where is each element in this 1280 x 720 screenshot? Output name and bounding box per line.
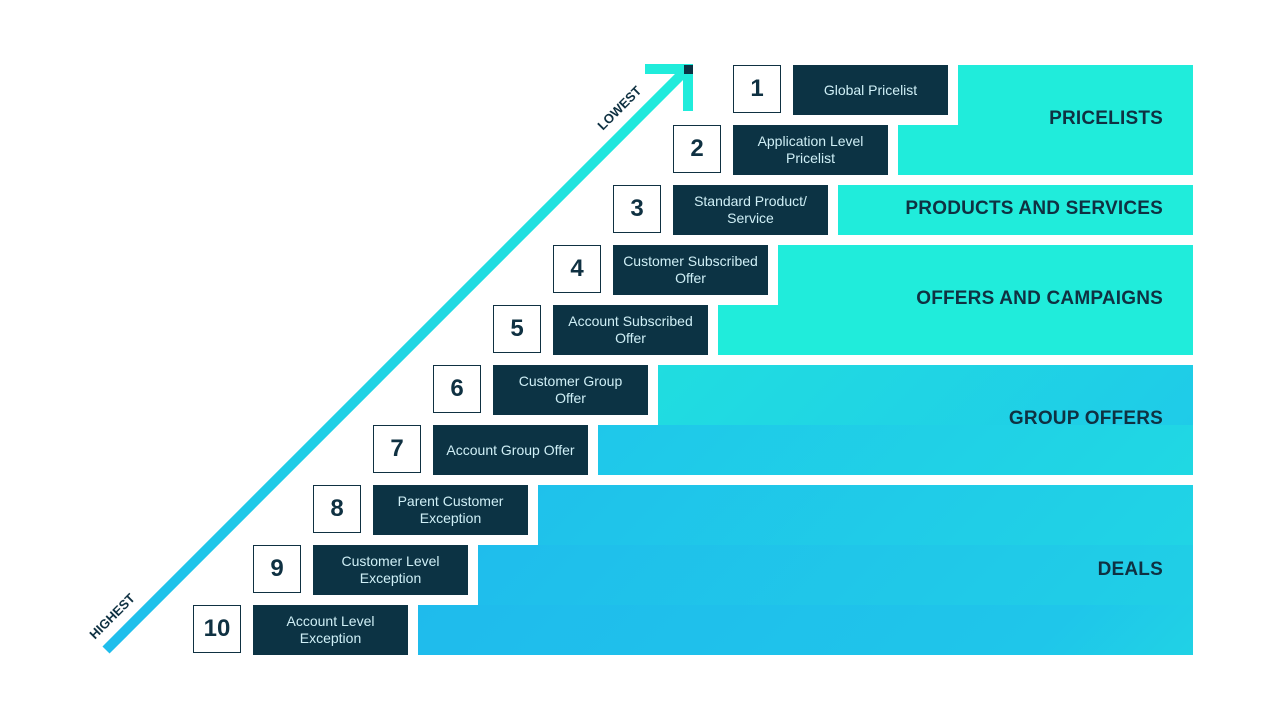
band-deals-lower — [418, 605, 1193, 655]
band-offers-campaigns — [778, 245, 1193, 305]
band-label-group-offers: GROUP OFFERS — [1008, 408, 1163, 429]
level-number: 4 — [553, 245, 601, 293]
level-number: 10 — [193, 605, 241, 653]
level-label: Parent Customer Exception — [373, 485, 528, 535]
band-pricelists — [958, 65, 1193, 125]
band-label-deals: DEALS — [1097, 559, 1163, 580]
level-number: 8 — [313, 485, 361, 533]
band-group-offers-lower — [598, 425, 1193, 475]
level-label: Customer Group Offer — [493, 365, 648, 415]
level-label: Global Pricelist — [793, 65, 948, 115]
level-label: Account Subscribed Offer — [553, 305, 708, 355]
band-products-services — [838, 185, 1193, 235]
band-label-products-services: PRODUCTS AND SERVICES — [905, 198, 1163, 219]
level-label: Standard Product/ Service — [673, 185, 828, 235]
level-label: Account Group Offer — [433, 425, 588, 475]
band-label-pricelists: PRICELISTS — [1049, 108, 1163, 129]
level-label: Account Level Exception — [253, 605, 408, 655]
level-label: Customer Subscribed Offer — [613, 245, 768, 295]
band-deals-mid — [478, 545, 1193, 605]
band-deals — [538, 485, 1193, 545]
level-number: 1 — [733, 65, 781, 113]
level-label: Application Level Pricelist — [733, 125, 888, 175]
band-group-offers — [658, 365, 1193, 425]
arrow-shaft — [102, 67, 689, 654]
arrow-tip — [684, 65, 693, 74]
band-offers-campaigns-lower — [718, 305, 1193, 355]
level-number: 5 — [493, 305, 541, 353]
level-number: 3 — [613, 185, 661, 233]
level-number: 7 — [373, 425, 421, 473]
level-label: Customer Level Exception — [313, 545, 468, 595]
band-pricelists-lower — [898, 125, 1193, 175]
band-label-offers-campaigns: OFFERS AND CAMPAIGNS — [916, 288, 1163, 309]
level-number: 2 — [673, 125, 721, 173]
level-number: 9 — [253, 545, 301, 593]
level-number: 6 — [433, 365, 481, 413]
